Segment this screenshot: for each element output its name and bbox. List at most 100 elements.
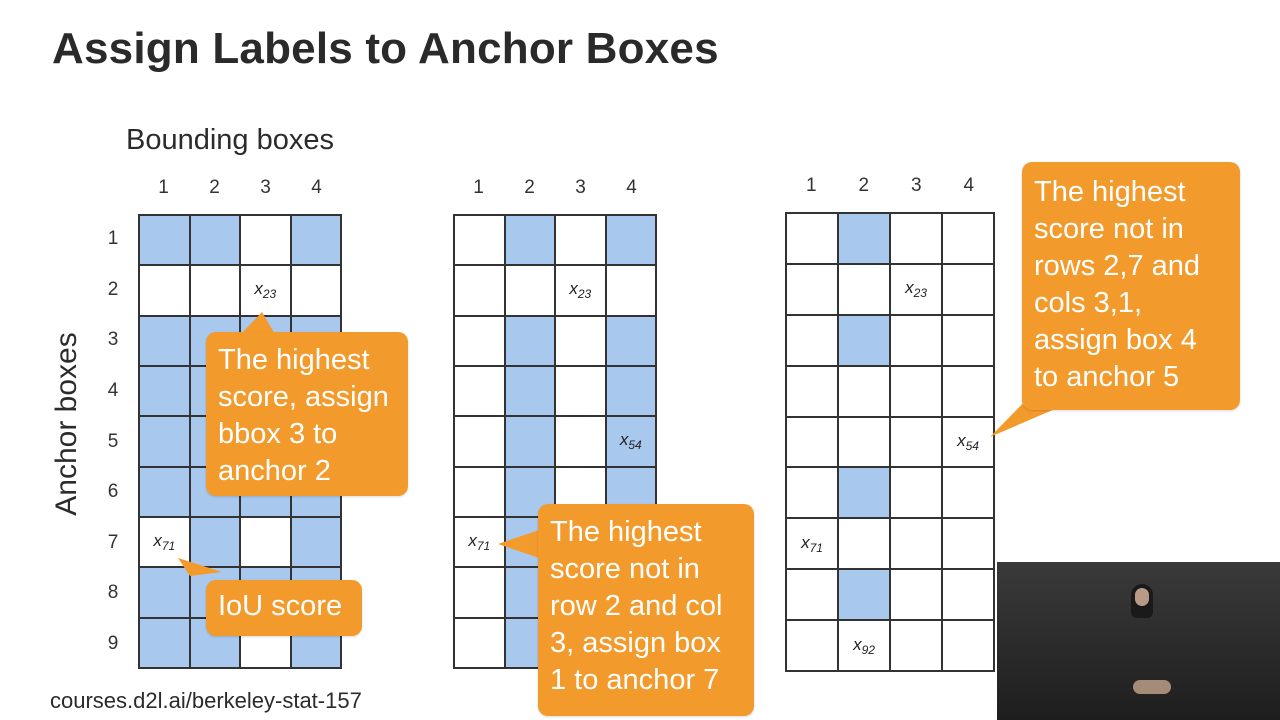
matrix-cell [455, 366, 504, 416]
matrix-cell [556, 216, 605, 265]
matrix-cell [190, 266, 239, 315]
matrix-cell [943, 468, 993, 518]
row-label: 3 [107, 329, 119, 351]
matrix-cell: x23 [556, 266, 605, 315]
iou-symbol: x [905, 278, 914, 298]
iou-subscript: 54 [628, 438, 642, 453]
matrix-cell [455, 216, 504, 265]
iou-subscript: 71 [476, 539, 491, 554]
row-label: 2 [107, 278, 119, 300]
iou-value-label: x92 [853, 634, 875, 656]
slide-title: Assign Labels to Anchor Boxes [52, 24, 719, 73]
anchor-boxes-label: Anchor boxes [50, 332, 83, 516]
callout-line: 3, assign box [550, 627, 721, 659]
callout-line: 1 to anchor 7 [550, 664, 720, 696]
matrix-cell [606, 316, 655, 365]
matrix-cell [291, 266, 340, 315]
presenter-video [997, 562, 1280, 720]
column-label: 3 [260, 177, 271, 198]
iou-value-label: x23 [905, 278, 927, 300]
matrix-cell [505, 216, 554, 265]
matrix-cell [943, 315, 993, 365]
iou-value-label: x54 [957, 431, 979, 453]
callout-line: score, assign [218, 381, 389, 413]
matrix-cell [787, 264, 837, 314]
matrix-cell [891, 621, 941, 670]
row-label: 1 [107, 228, 119, 250]
matrix-cell [140, 266, 189, 315]
matrix-cell: x23 [241, 266, 290, 315]
matrix-cell [140, 467, 189, 516]
column-label: 2 [858, 175, 870, 196]
callout-not-in-rows27-cols31: The highest score not in rows 2,7 and co… [1022, 162, 1240, 410]
matrix-cell [943, 519, 993, 569]
callout-line: anchor 2 [218, 455, 331, 487]
matrix-cell [891, 315, 941, 365]
matrix-cell [455, 467, 504, 516]
matrix-cell [839, 366, 889, 416]
callout-highest-score: The highest score, assign bbox 3 to anch… [206, 332, 408, 496]
matrix-cell [891, 366, 941, 416]
column-label: 3 [910, 175, 922, 196]
matrix-cell [787, 315, 837, 365]
matrix-cell [891, 214, 941, 263]
course-link[interactable]: courses.d2l.ai/berkeley-stat-157 [50, 688, 362, 713]
matrix-cell: x54 [606, 417, 655, 466]
matrix-cell [455, 618, 504, 667]
matrix-cell [140, 618, 189, 667]
bounding-boxes-label: Bounding boxes [126, 124, 334, 156]
iou-subscript: 71 [161, 539, 176, 554]
iou-subscript: 23 [262, 287, 277, 302]
matrix-cell: x71 [140, 517, 189, 567]
column-label: 3 [575, 177, 586, 198]
iou-value-label: x71 [153, 531, 175, 553]
column-label: 4 [626, 177, 637, 198]
matrix-cell [241, 216, 290, 265]
callout-line: cols 3,1, [1034, 287, 1142, 319]
matrix-cell [140, 417, 189, 466]
matrix-cell [455, 316, 504, 365]
iou-subscript: 71 [809, 540, 823, 555]
presenter-face [1135, 588, 1149, 606]
matrix-cell [291, 517, 340, 567]
iou-symbol: x [957, 430, 966, 450]
column-label: 4 [311, 177, 322, 198]
matrix-cell [140, 216, 189, 265]
matrix-cell [787, 570, 837, 620]
iou-symbol: x [569, 279, 578, 299]
matrix-cell [787, 214, 837, 263]
column-label: 1 [158, 177, 169, 198]
callout-line: score not in [1034, 213, 1184, 245]
column-label: 1 [473, 177, 484, 198]
matrix-cell [787, 417, 837, 467]
iou-symbol: x [619, 430, 629, 450]
matrix-cell [839, 417, 889, 467]
matrix-cell [943, 264, 993, 314]
row-label: 6 [107, 481, 119, 503]
callout-line: score not in [550, 553, 700, 585]
row-label: 9 [107, 632, 119, 654]
matrix-cell [291, 216, 340, 265]
iou-symbol: x [801, 532, 810, 552]
matrix-cell [556, 366, 605, 416]
row-label: 5 [107, 430, 119, 452]
iou-subscript: 23 [913, 286, 927, 301]
matrix-cell [556, 417, 605, 466]
matrix-cell [839, 519, 889, 569]
callout-line: The highest [1034, 176, 1186, 208]
column-label: 1 [805, 175, 817, 196]
matrix-cell [505, 266, 554, 315]
matrix-cell [556, 316, 605, 365]
matrix-cell: x92 [839, 621, 889, 670]
callout-line: rows 2,7 and [1034, 250, 1201, 282]
matrix-cell [140, 316, 189, 365]
iou-symbol: x [254, 279, 263, 299]
callout-line: bbox 3 to [218, 418, 338, 450]
matrix-cell [943, 570, 993, 620]
column-label: 2 [524, 177, 535, 198]
matrix-cell [455, 266, 504, 315]
matrix-cell [943, 214, 993, 263]
matrix-cell [606, 366, 655, 416]
matrix-cell [606, 216, 655, 265]
matrix-cell [891, 417, 941, 467]
